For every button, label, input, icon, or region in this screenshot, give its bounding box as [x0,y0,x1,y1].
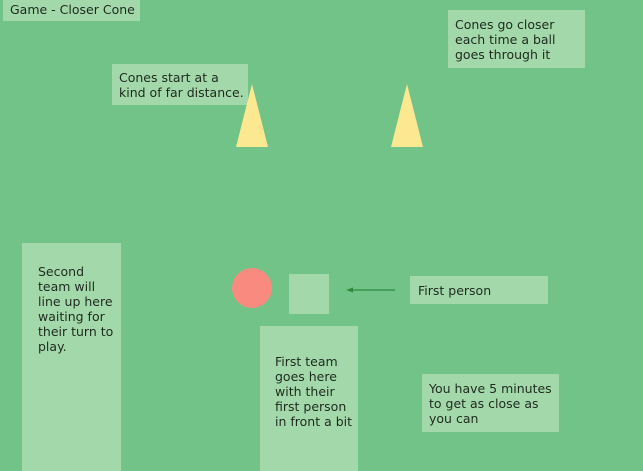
note-first-person: First person [418,283,492,298]
title-tab-background[interactable] [3,0,140,21]
note-first-person-background[interactable] [410,276,548,304]
cone-right-shape[interactable] [391,84,423,147]
note-five-minutes-background[interactable] [422,374,559,432]
note-second-team-background[interactable] [22,243,121,471]
note-second-team: Second team will line up here waiting fo… [38,264,114,354]
note-cones-closer: Cones go closer each time a ball goes th… [455,17,556,62]
cone-left-shape[interactable] [236,84,268,147]
board-title: Game - Closer Cone [10,2,135,17]
ball-shape[interactable] [232,268,272,308]
first-person-square[interactable] [289,274,329,314]
arrow-head [346,287,353,293]
note-cones-start: Cones start at a kind of far distance. [119,70,244,100]
note-first-team-background[interactable] [260,326,358,471]
note-five-minutes: You have 5 minutes to get as close as yo… [429,381,552,426]
note-cones-start-background[interactable] [112,64,248,105]
note-first-team: First team goes here with their first pe… [275,354,353,429]
note-cones-closer-background[interactable] [448,10,585,68]
